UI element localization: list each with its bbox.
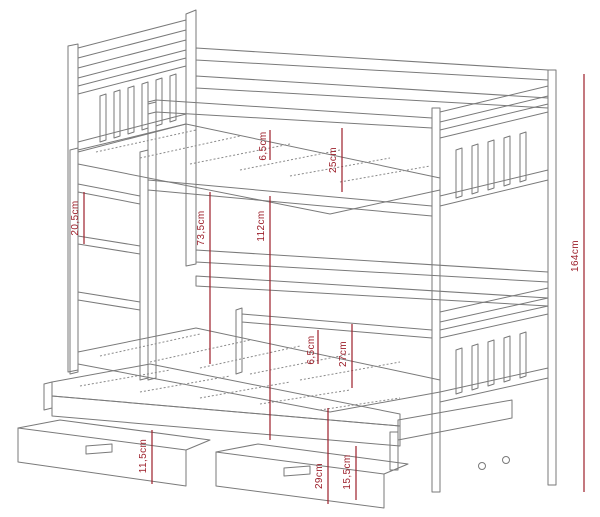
dim-label-trundle-clearance: 15,5cm (342, 454, 353, 489)
dim-label-lower-gap: 6,5cm (306, 335, 317, 364)
dim-label-ladder-height: 73,5cm (196, 210, 207, 245)
upper-bunk (77, 47, 549, 381)
dimension-markers: 6,5cm 25cm 20,5cm 73,5cm 112cm 164cm 6,5… (70, 74, 585, 504)
dim-label-ladder-step: 20,5cm (70, 200, 81, 235)
trundle-bed (43, 363, 513, 471)
dim-label-upper-gap: 6,5cm (258, 131, 269, 160)
dim-label-trundle-height: 29cm (314, 463, 325, 489)
left-end-frame (67, 9, 197, 373)
dim-label-bed-clearance: 112cm (256, 210, 267, 241)
lower-bunk (77, 249, 549, 413)
dim-label-total-height: 164cm (570, 240, 581, 272)
dim-label-lower-rail: 27cm (338, 341, 349, 367)
dim-label-upper-rail: 25cm (328, 147, 339, 173)
dim-label-drawer-height: 11,5cm (138, 439, 149, 473)
